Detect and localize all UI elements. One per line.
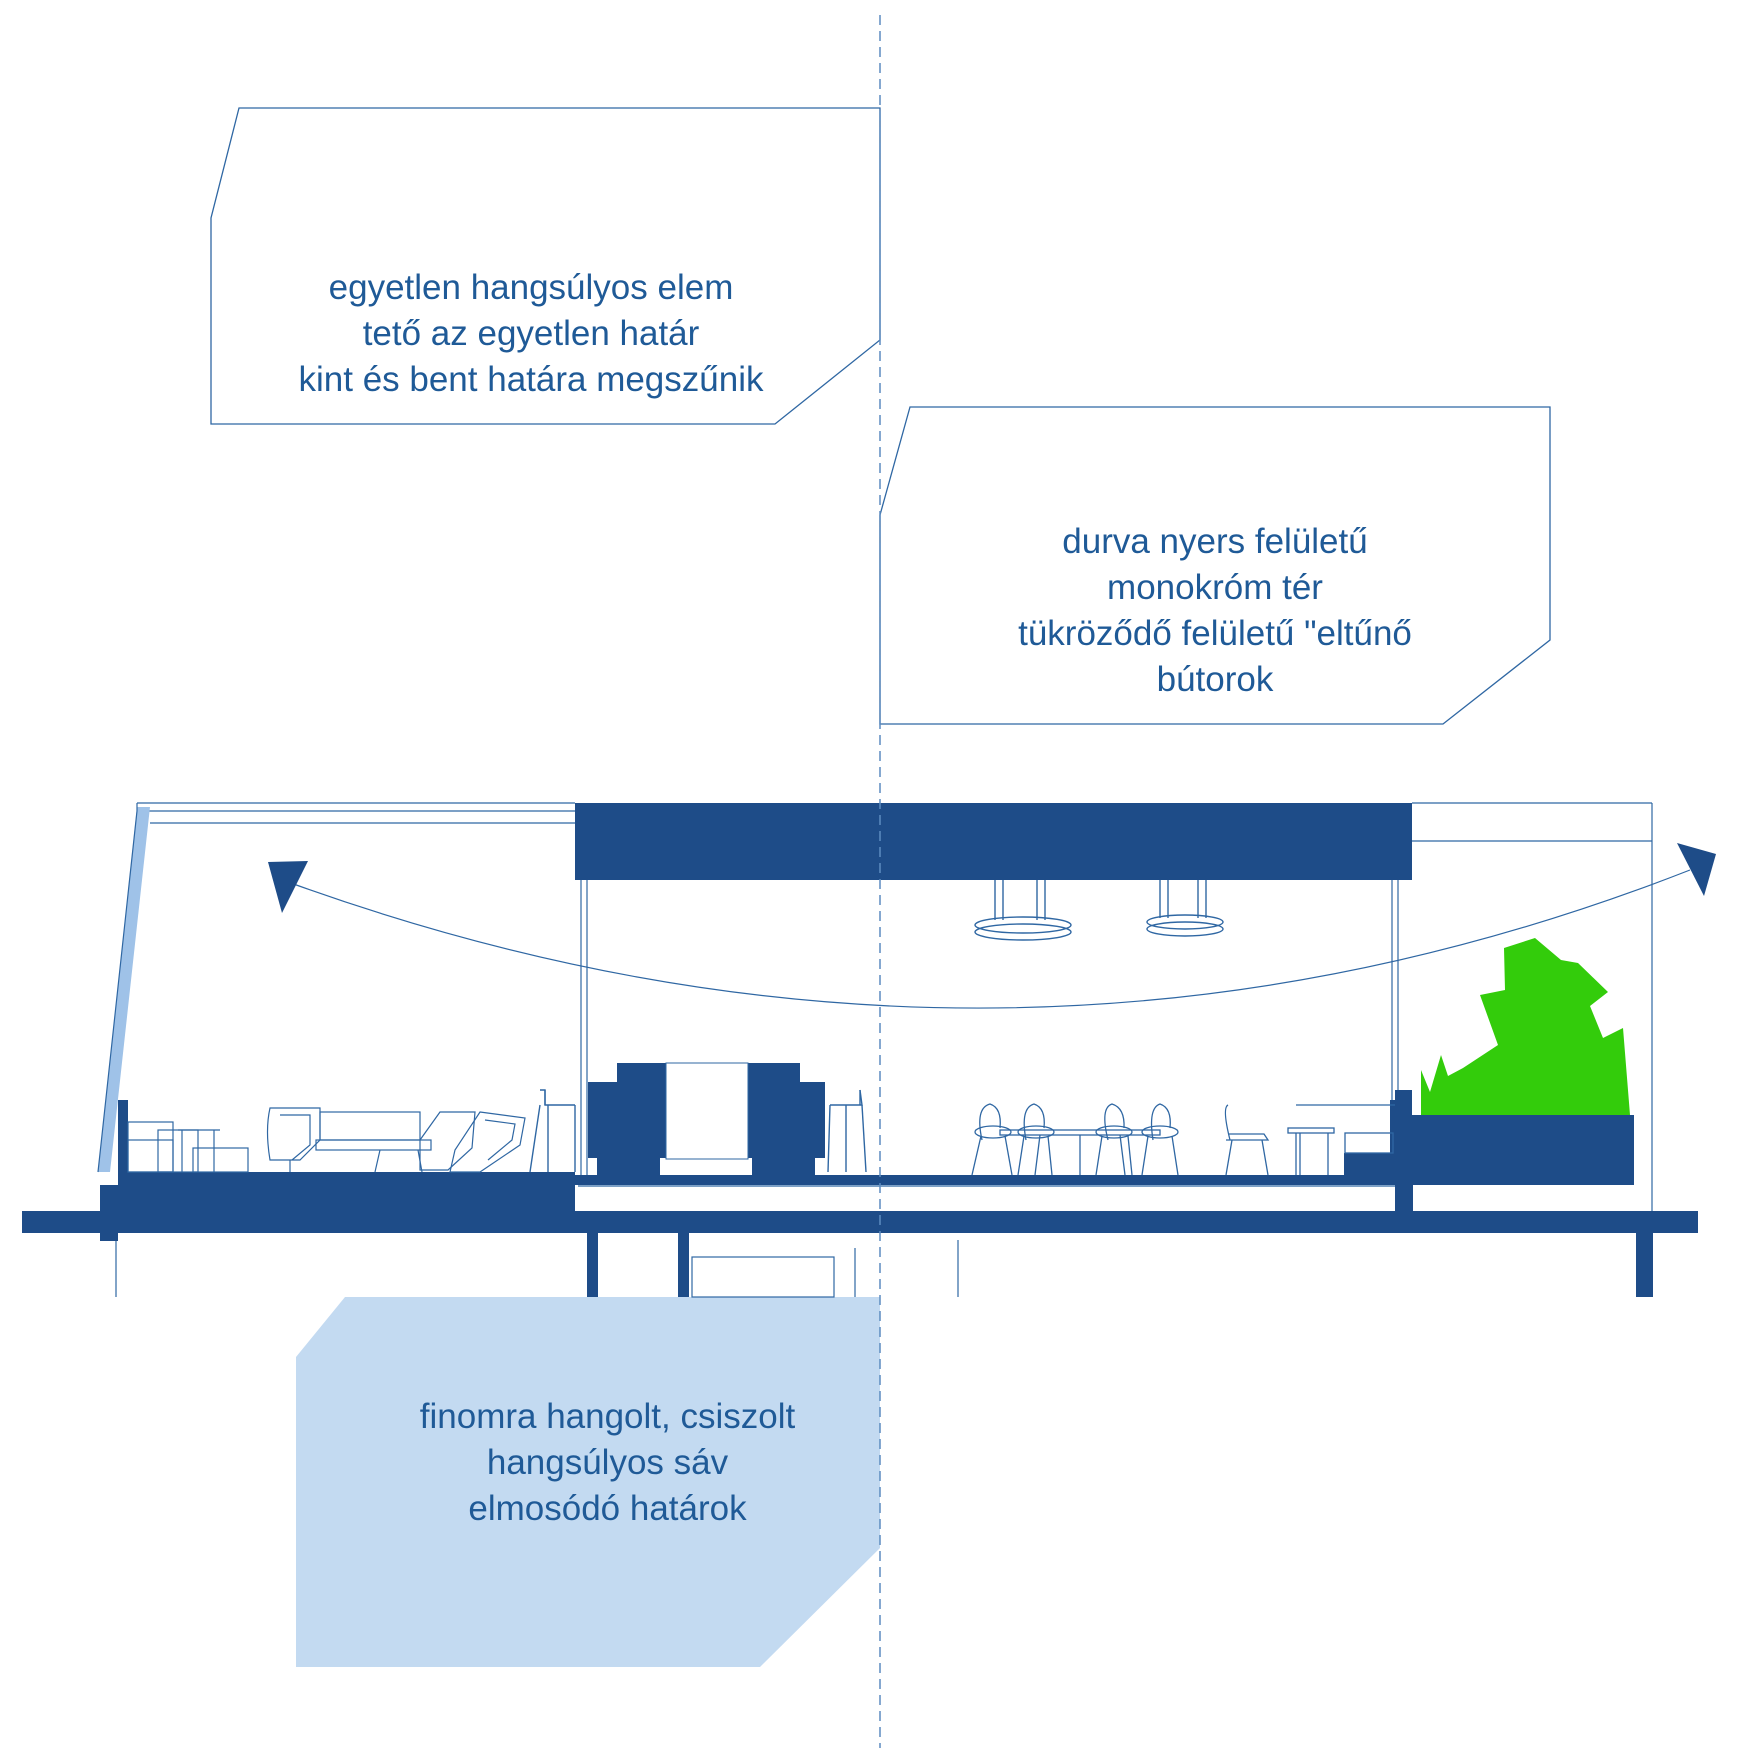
callout-box-polished-band bbox=[296, 1297, 880, 1667]
callout-line: bútorok bbox=[1156, 660, 1274, 699]
dining-furniture bbox=[971, 1103, 1395, 1176]
glass-facade bbox=[98, 807, 150, 1172]
callout-box-roof bbox=[210, 107, 881, 425]
callout-text-roof: egyetlen hangsúlyos elem tető az egyetle… bbox=[211, 265, 851, 403]
arrow-head-right-icon bbox=[1677, 843, 1716, 896]
arrow-head-left-icon bbox=[268, 861, 308, 913]
bar-stools bbox=[529, 1089, 867, 1173]
space-continuity-arc bbox=[287, 869, 1691, 1009]
callout-line: finomra hangolt, csiszolt bbox=[419, 1397, 796, 1436]
callout-text-monochrome: durva nyers felületű monokróm tér tükröz… bbox=[880, 519, 1550, 703]
callout-text-polished-band: finomra hangolt, csiszolt hangsúlyos sáv… bbox=[340, 1394, 875, 1532]
callout-line: tükröződő felületű "eltűnő bbox=[1018, 614, 1412, 653]
callout-line: egyetlen hangsúlyos elem bbox=[328, 268, 734, 307]
callout-line: tető az egyetlen határ bbox=[362, 314, 700, 353]
plant-greenery bbox=[1421, 938, 1630, 1115]
callout-line: durva nyers felületű bbox=[1062, 522, 1368, 561]
callout-line: hangsúlyos sáv bbox=[486, 1443, 729, 1482]
callout-line: elmosódó határok bbox=[468, 1489, 747, 1528]
callout-line: kint és bent határa megszűnik bbox=[298, 360, 764, 399]
callout-line: monokróm tér bbox=[1107, 568, 1323, 607]
lounge-furniture bbox=[127, 1107, 526, 1173]
pendant-lamps bbox=[974, 880, 1224, 941]
glass-facade-edge bbox=[97, 803, 138, 1173]
